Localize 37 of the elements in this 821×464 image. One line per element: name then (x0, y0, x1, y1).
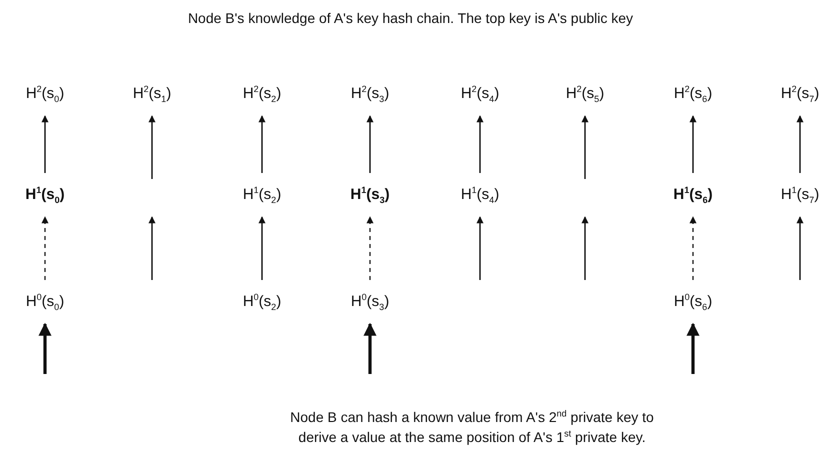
arrow (476, 115, 484, 173)
hash-value: H$^{2}$(s$_{2}$) (240, 72, 284, 116)
hash-value: H$^{2}$(s$_{6}$) (672, 72, 714, 116)
hash-value: H$^{1}$(s$_{7}$) (778, 173, 821, 217)
arrow (42, 115, 48, 173)
arrow (38, 322, 52, 374)
arrow (476, 216, 484, 280)
hash-value: H$^{2}$(s$_{4}$) (458, 72, 502, 116)
arrow (690, 216, 696, 280)
hash-value: H$^{0}$(s$_{3}$) (348, 280, 392, 324)
hash-value: H$^{2}$(s$_{1}$) (130, 72, 174, 116)
arrow (148, 115, 156, 179)
hash-value: H$^{1}$(s$_{3}$) (348, 173, 392, 217)
caption: Node B can hash a known value from A's 2$^{nd}$ private key to derive a value at the same position of A's 1$^{st}$ private key. (289, 407, 655, 447)
arrow (582, 115, 588, 179)
hash-value: H$^{0}$(s$_{6}$) (672, 280, 714, 324)
arrow (258, 115, 266, 173)
arrow (366, 216, 374, 280)
arrow (686, 322, 700, 374)
hash-value: H$^{1}$(s$_{0}$) (23, 173, 67, 217)
hash-value: H$^{1}$(s$_{6}$) (671, 173, 715, 217)
hash-value: H$^{2}$(s$_{3}$) (348, 72, 392, 116)
hash-value: H$^{0}$(s$_{2}$) (240, 280, 284, 324)
arrow (796, 115, 804, 173)
arrow (42, 216, 48, 280)
hash-value: H$^{2}$(s$_{5}$) (564, 72, 606, 116)
hash-value: H$^{1}$(s$_{2}$) (240, 173, 284, 217)
hash-value: H$^{2}$(s$_{0}$) (24, 72, 66, 116)
arrow (690, 115, 696, 173)
hash-value: H$^{0}$(s$_{0}$) (24, 280, 66, 324)
arrow (366, 115, 374, 173)
arrow (796, 216, 804, 280)
arrow (364, 322, 376, 374)
hash-value: H$^{1}$(s$_{4}$) (458, 173, 502, 217)
title: Node B's knowledge of A's key hash chain. The top key is A's public key (186, 10, 634, 26)
arrow (258, 216, 266, 280)
hash-value: H$^{2}$(s$_{7}$) (778, 72, 821, 116)
